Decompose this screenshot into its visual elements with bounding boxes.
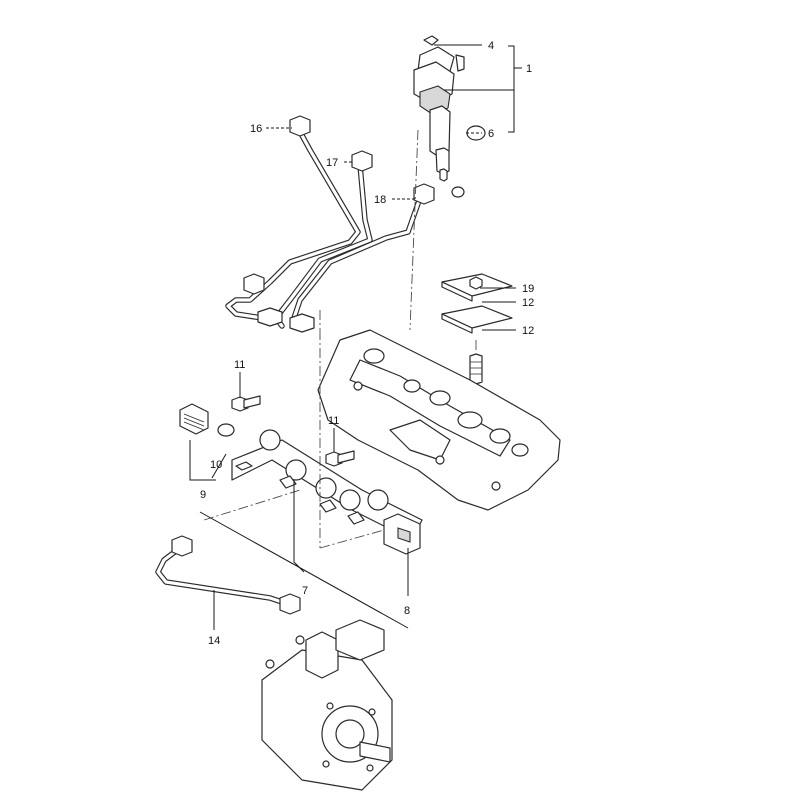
- high-pressure-pipe: [155, 535, 301, 615]
- leader-9: [189, 440, 216, 481]
- injector-pipes: [225, 115, 435, 333]
- callout-7: 7: [302, 585, 308, 597]
- callout-11-upper: 11: [234, 359, 245, 371]
- high-pressure-pump: [261, 619, 393, 791]
- callout-1: 1: [526, 63, 532, 75]
- callout-9: 9: [200, 489, 206, 501]
- callout-12-lower: 12: [522, 325, 534, 337]
- leader-rail-base: [199, 511, 409, 629]
- pressure-relief-valve: [179, 403, 235, 437]
- mounting-bolt-lower: [325, 450, 355, 467]
- centerline-injector: [409, 129, 419, 331]
- cylinder-head-housing: [317, 329, 561, 511]
- rail-pressure-sensor: [383, 513, 421, 555]
- callout-17: 17: [326, 157, 338, 169]
- callout-11-lower: 11: [328, 415, 339, 427]
- callout-8: 8: [404, 605, 410, 617]
- leader-7: [293, 480, 305, 573]
- callout-10: 10: [210, 459, 222, 471]
- pipe-clamps: [441, 273, 513, 385]
- mounting-bolt-upper: [231, 395, 261, 412]
- fuel-injector: [413, 35, 465, 198]
- centerline-rail: [203, 489, 385, 549]
- common-rail: [231, 429, 423, 541]
- callout-18: 18: [374, 194, 386, 206]
- leader-10: [211, 453, 227, 479]
- callout-12-upper: 12: [522, 297, 534, 309]
- leader-1: [444, 45, 522, 133]
- callout-4: 4: [488, 40, 494, 52]
- callout-14: 14: [208, 635, 220, 647]
- callout-6: 6: [488, 128, 494, 140]
- callout-19: 19: [522, 283, 534, 295]
- callout-16: 16: [250, 123, 262, 135]
